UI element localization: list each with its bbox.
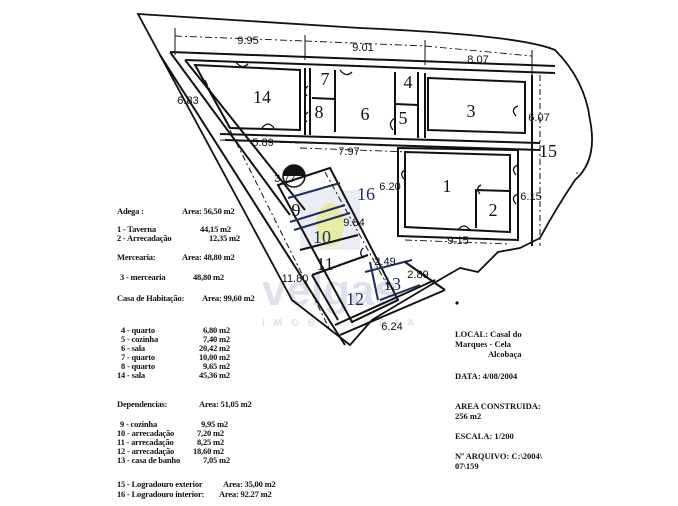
room-number-15: 15 xyxy=(539,141,557,161)
dimension-labels: 9.95 9.01 8.07 6.83 5.89 7.97 6.07 6.20 6.15 9.15… xyxy=(177,35,549,333)
room-2-label: 2 - Arrecadação xyxy=(117,233,172,243)
room-11-area: 8,25 m2 xyxy=(197,437,224,447)
section-dependencias-area: Area: 51,05 m2 xyxy=(199,399,252,409)
room-number-8: 8 xyxy=(315,102,324,122)
dimension-label: 9.01 xyxy=(352,42,373,54)
room-9-label: 9 - cozinha xyxy=(120,419,157,429)
dimension-label: 9.95 xyxy=(237,35,258,47)
room-8-label: 8 - quarto xyxy=(121,361,155,371)
room-7-area: 10,00 m2 xyxy=(199,352,230,362)
dimension-label: 8.07 xyxy=(467,54,488,66)
room-5-area: 7,40 m2 xyxy=(203,334,230,344)
room-6-label: 6 - sala xyxy=(121,343,145,353)
info-local-line1: LOCAL: Casal do xyxy=(455,329,522,339)
room-number-2: 2 xyxy=(489,200,498,220)
info-area-value: 256 m2 xyxy=(455,411,482,421)
info-local-line3: Alcobaça xyxy=(488,349,522,359)
info-file-line1: Nº ARQUIVO: C:\2004\ xyxy=(455,451,543,461)
info-local-line2: Marques - Cela xyxy=(455,339,512,349)
door-arcs xyxy=(235,61,519,259)
info-date: DATA: 4/08/2004 xyxy=(455,371,518,381)
dimension-label: 3.77 xyxy=(274,173,295,185)
room-15-label: 15 - Logradouro exterior xyxy=(117,479,203,489)
info-scale: ESCALA: 1/200 xyxy=(455,431,514,441)
room-3-label: 3 - mercearia xyxy=(120,272,166,282)
dimension-label: 6.07 xyxy=(528,112,549,124)
section-adega-title: Adega : xyxy=(117,206,144,216)
info-file-line2: 07\159 xyxy=(455,461,479,471)
dimension-label: 2.49 xyxy=(374,256,395,268)
room-9-area: 9,95 m2 xyxy=(201,419,228,429)
room-12-label: 12 - arrecadação xyxy=(117,446,175,456)
room-3-area: 48,80 m2 xyxy=(193,272,224,282)
room-8-area: 9,65 m2 xyxy=(203,361,230,371)
room-2-area: 12,35 m2 xyxy=(209,233,240,243)
dimension-label: 9.15 xyxy=(447,235,468,247)
room-1-label: 1 - Taverna xyxy=(117,224,156,234)
dimension-label: 6.20 xyxy=(379,181,400,193)
dimension-label: 2.89 xyxy=(407,269,428,281)
marker-dot xyxy=(455,301,459,305)
room-13-label: 13 - casa de banho xyxy=(117,455,180,465)
room-6-area: 20,42 m2 xyxy=(199,343,230,353)
dimension-label: 9.84 xyxy=(343,217,364,229)
room-15-area: Area: 35,00 m2 xyxy=(223,479,276,489)
section-mercearia-area: Area: 48,80 m2 xyxy=(182,252,235,262)
room-16-label: 16 - Logradouro interior: xyxy=(117,489,205,499)
room-1-area: 44,15 m2 xyxy=(200,224,231,234)
room-number-11: 11 xyxy=(316,254,333,274)
room-4-label: 4 - quarto xyxy=(121,325,155,335)
room-5-label: 5 - cozinha xyxy=(121,334,158,344)
highlight-mark xyxy=(316,203,344,247)
property-outline xyxy=(136,12,593,347)
dimension-label: 7.97 xyxy=(338,146,359,158)
room-number-10: 10 xyxy=(313,227,331,247)
section-casa-title: Casa de Habitação: xyxy=(117,293,185,303)
stair-symbol xyxy=(283,165,305,176)
room-10-area: 7,20 m2 xyxy=(197,428,224,438)
room-number-13: 13 xyxy=(383,274,401,294)
dimension-label: 11.80 xyxy=(282,273,309,285)
dimension-label: 6.15 xyxy=(520,191,541,203)
room-number-4: 4 xyxy=(404,72,413,92)
room-14-area: 45,36 m2 xyxy=(199,370,230,380)
dimension-label: 5.89 xyxy=(252,137,273,149)
room-number-9: 9 xyxy=(292,200,301,220)
room-number-16: 16 xyxy=(357,184,375,204)
dimension-lines xyxy=(174,35,533,245)
room-11-label: 11 - arrecadação xyxy=(117,437,174,447)
room-number-12: 12 xyxy=(346,289,364,309)
room-16-area: Area: 92.27 m2 xyxy=(219,489,272,499)
room-13-area: 7,05 m2 xyxy=(203,455,230,465)
room-4-area: 6,80 m2 xyxy=(203,325,230,335)
room-number-6: 6 xyxy=(361,104,370,124)
room-14-label: 14 - sala xyxy=(117,370,145,380)
room-number-1: 1 xyxy=(443,176,452,196)
room-number-14: 14 xyxy=(253,87,271,107)
building-walls xyxy=(159,51,556,346)
section-dependencias-title: Dependencias: xyxy=(117,399,168,409)
room-number-3: 3 xyxy=(467,101,476,121)
section-adega-area: Area: 56,50 m2 xyxy=(182,206,235,216)
room-12-area: 18,60 m2 xyxy=(193,446,224,456)
dimension-label: 6.24 xyxy=(381,321,402,333)
dimension-ticks xyxy=(174,28,533,75)
section-mercearia-title: Mercearia: xyxy=(117,252,156,262)
dimension-label: 6.83 xyxy=(177,95,198,107)
room-number-5: 5 xyxy=(399,108,408,128)
room-10-label: 10 - arrecadação xyxy=(117,428,175,438)
info-area-label: AREA CONSTRUIDA: xyxy=(455,401,541,411)
room-7-label: 7 - quarto xyxy=(121,352,155,362)
section-casa-area: Area: 99,60 m2 xyxy=(202,293,255,303)
room-number-7: 7 xyxy=(321,69,330,89)
